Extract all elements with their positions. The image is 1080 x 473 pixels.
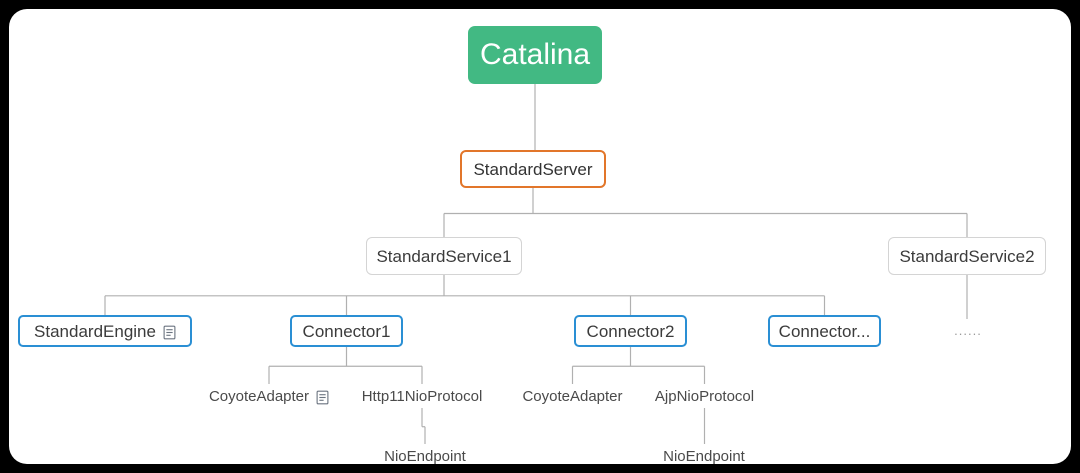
node-label-coyoteadapter2: CoyoteAdapter — [522, 387, 623, 405]
node-nioendpoint2: NioEndpoint — [649, 444, 759, 464]
node-label-standardservice2: StandardService2 — [899, 246, 1035, 266]
node-coyoteadapter2: CoyoteAdapter — [506, 384, 639, 408]
note-icon — [316, 390, 329, 405]
node-label-connector2: Connector2 — [586, 321, 675, 341]
node-connector3[interactable]: Connector... — [768, 315, 881, 347]
node-label-nioendpoint1: NioEndpoint — [384, 447, 466, 464]
node-standardengine[interactable]: StandardEngine — [18, 315, 192, 347]
node-nioendpoint1: NioEndpoint — [370, 444, 480, 464]
node-label-coyoteadapter1: CoyoteAdapter — [208, 387, 310, 405]
node-connector2[interactable]: Connector2 — [574, 315, 687, 347]
node-label-service2dots: ...... — [954, 322, 982, 338]
node-http11nio: Http11NioProtocol — [347, 384, 497, 408]
node-label-standardservice1: StandardService1 — [376, 246, 512, 266]
node-label-nioendpoint2: NioEndpoint — [663, 447, 745, 464]
node-ajpnio: AjpNioProtocol — [639, 384, 770, 408]
node-connector1[interactable]: Connector1 — [290, 315, 403, 347]
node-coyoteadapter1: CoyoteAdapter — [195, 384, 343, 408]
node-catalina[interactable]: Catalina — [468, 26, 602, 84]
node-label-catalina: Catalina — [479, 38, 591, 71]
note-icon — [163, 325, 176, 340]
node-label-standardserver: StandardServer — [473, 159, 593, 179]
node-label-connector1: Connector1 — [302, 321, 391, 341]
node-standardservice2[interactable]: StandardService2 — [888, 237, 1046, 275]
node-service2dots: ...... — [946, 319, 990, 341]
node-label-standardengine: StandardEngine — [34, 321, 156, 341]
node-standardservice1[interactable]: StandardService1 — [366, 237, 522, 275]
node-label-http11nio: Http11NioProtocol — [361, 387, 483, 405]
node-label-ajpnio: AjpNioProtocol — [654, 387, 755, 405]
node-label-connector3: Connector... — [778, 321, 871, 341]
node-standardserver[interactable]: StandardServer — [460, 150, 606, 188]
